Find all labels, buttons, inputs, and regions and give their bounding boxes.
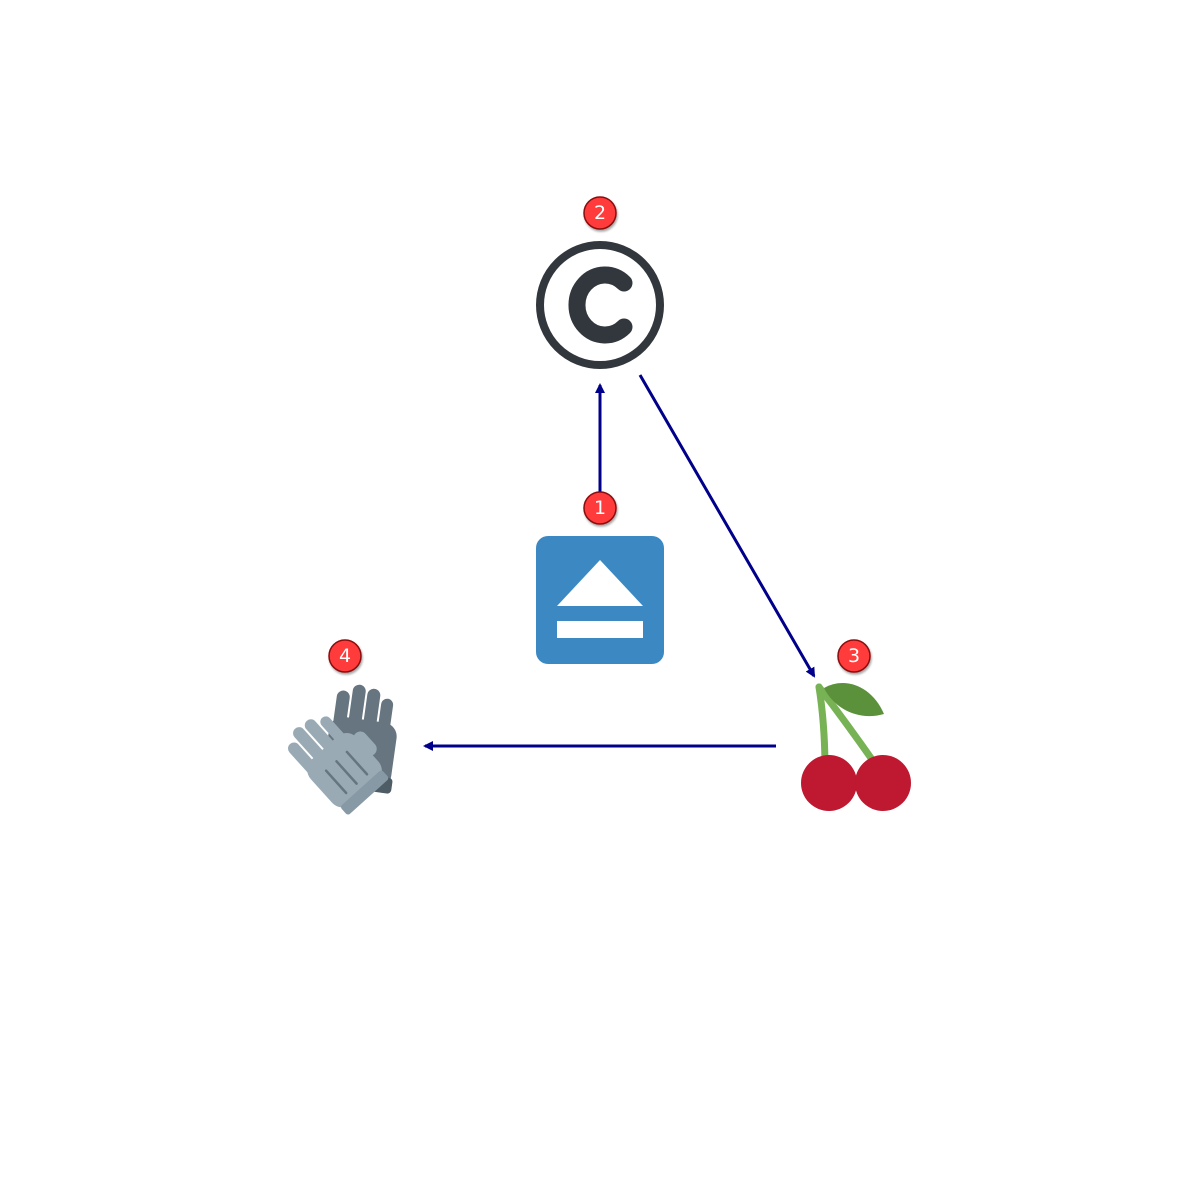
- node-3: 3: [801, 639, 911, 811]
- eject-button-icon: [536, 536, 664, 664]
- copyright-icon: [536, 241, 664, 369]
- node-2: 2: [536, 196, 664, 369]
- node-4: 4: [287, 639, 397, 815]
- badge-2-label: 2: [594, 202, 606, 224]
- badge-3-label: 3: [848, 645, 860, 667]
- node-1: 1: [536, 491, 664, 664]
- cherries-icon: [801, 683, 911, 811]
- badge-4: 4: [328, 639, 362, 673]
- edges: [423, 374, 816, 751]
- gloves-icon: [287, 684, 397, 815]
- badge-2: 2: [583, 196, 617, 230]
- badge-3: 3: [837, 639, 871, 673]
- badge-1-label: 1: [594, 497, 606, 519]
- edge-2-to-3: [638, 374, 816, 678]
- badge-4-label: 4: [339, 645, 351, 667]
- badge-1: 1: [583, 491, 617, 525]
